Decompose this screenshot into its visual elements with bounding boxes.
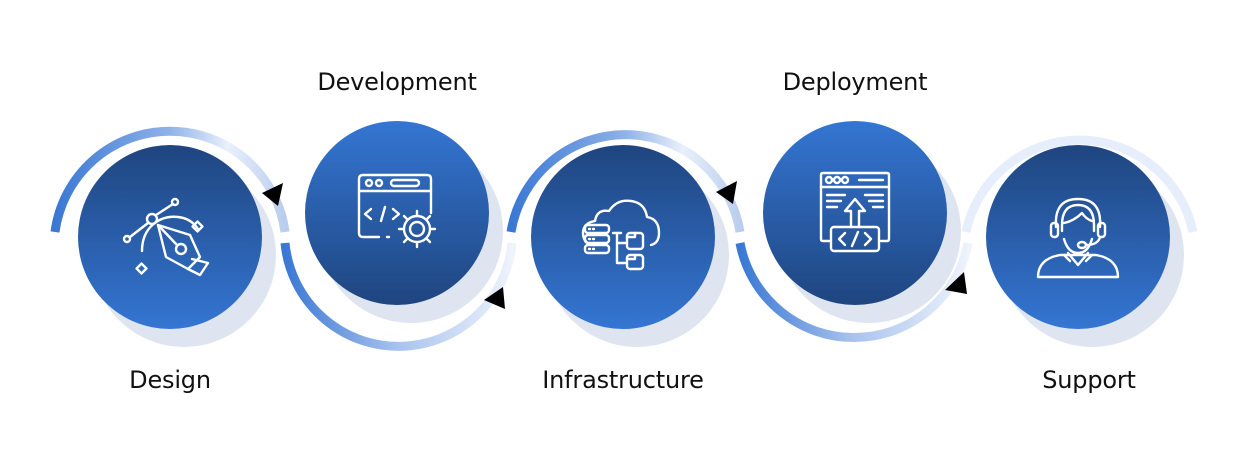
node-circle xyxy=(531,145,715,329)
node-circle xyxy=(986,145,1170,329)
step-label-infrastructure: Infrastructure xyxy=(542,366,704,394)
arrow-icon xyxy=(945,272,967,294)
ring-arc-development xyxy=(280,242,517,351)
step-label-design: Design xyxy=(129,366,211,394)
node-circle xyxy=(763,121,947,305)
step-label-deployment: Deployment xyxy=(782,68,928,96)
icons xyxy=(122,171,1120,279)
arrow-icon xyxy=(716,181,737,204)
browser-code-gear-icon xyxy=(357,173,437,249)
step-label-development: Development xyxy=(317,68,477,96)
browser-upload-code-icon xyxy=(819,171,891,253)
arrow-icon xyxy=(484,287,505,309)
arrow-icon xyxy=(262,183,283,206)
step-label-support: Support xyxy=(1042,366,1136,394)
flow-arrows xyxy=(262,181,967,309)
step-node-infrastructure xyxy=(531,145,729,347)
step-node-development xyxy=(305,121,503,323)
ring-arc-design xyxy=(50,126,290,233)
ring-arc-support xyxy=(961,135,1198,233)
headset-agent-icon xyxy=(1036,197,1120,279)
step-node-deployment xyxy=(763,121,961,323)
cloud-server-folders-icon xyxy=(581,199,661,271)
ring-arc-infrastructure xyxy=(506,130,745,233)
pen-tool-bezier-icon xyxy=(122,197,210,277)
